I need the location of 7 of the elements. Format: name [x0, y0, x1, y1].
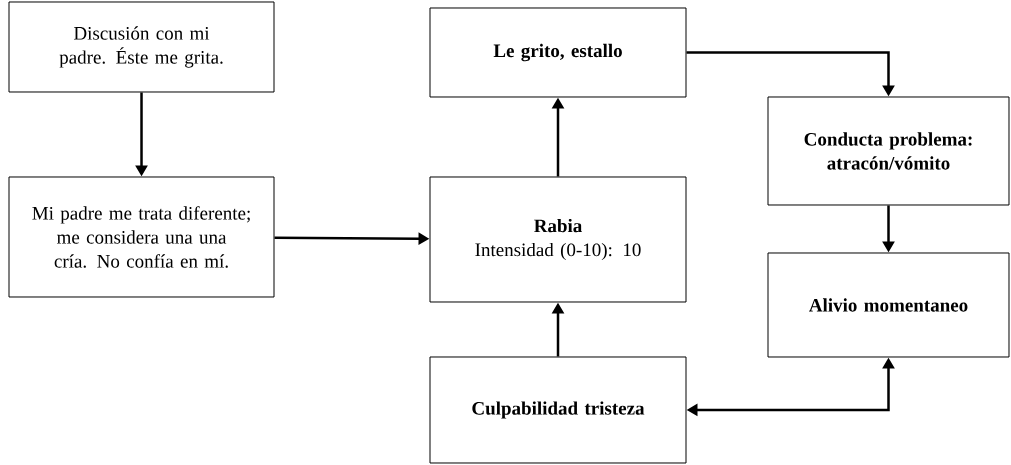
text-box: Conducta problema: atracón/vómito — [767, 96, 1010, 206]
text-box: Mi padre me trata diferente; me considera una una cría. No confía en mí. — [8, 176, 275, 298]
text-box: Le grito, estallo — [429, 7, 687, 98]
text-box: Rabia Intensidad (0-10): 10 — [429, 176, 687, 303]
text-box: Discusión con mi padre. Éste me grita. — [8, 1, 275, 93]
text-box: Alivio momentaneo — [767, 252, 1010, 358]
text-box: Culpabilidad tristeza — [429, 356, 687, 464]
